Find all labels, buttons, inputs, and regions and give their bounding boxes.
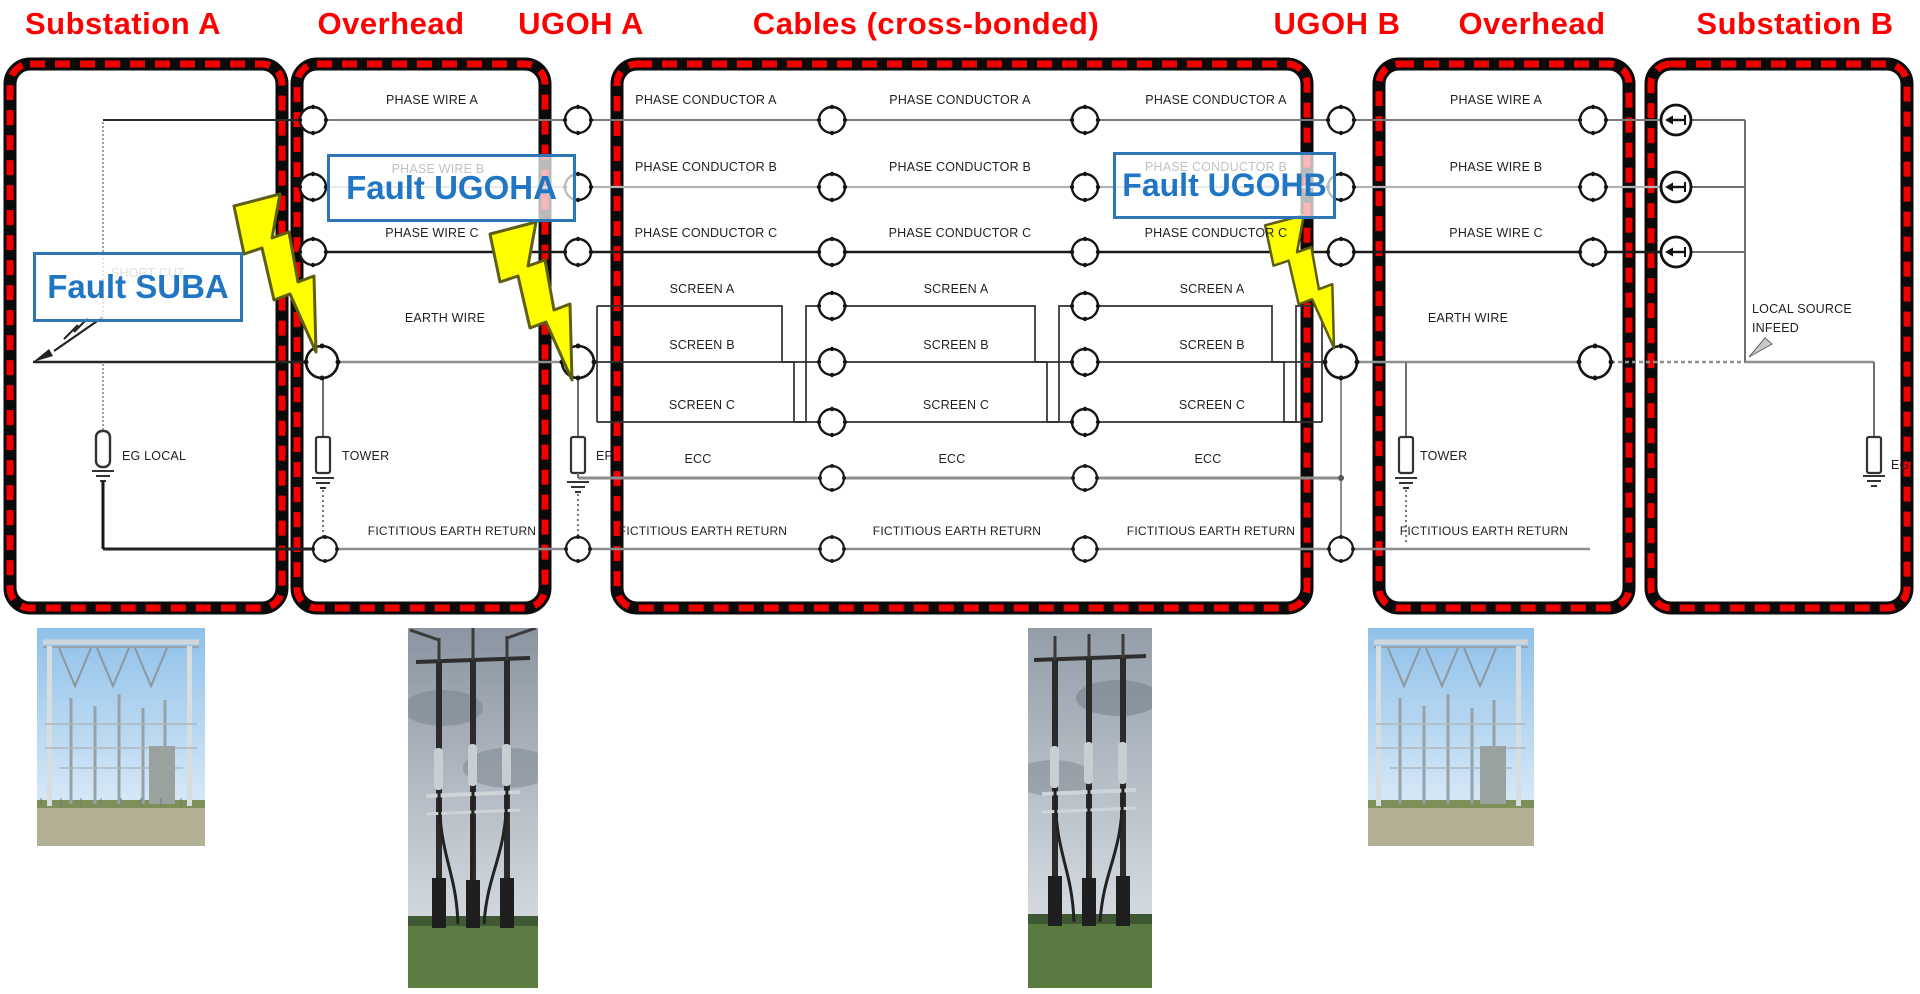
- section-boxes: [3, 57, 1914, 615]
- section-label-ugoh-b: UGOH B: [1273, 6, 1401, 41]
- label-phase-wire-c-right: PHASE WIRE C: [1449, 226, 1542, 240]
- label-phase-wire-a-right: PHASE WIRE A: [1450, 93, 1542, 107]
- earth-wire: [33, 360, 1875, 437]
- tower-right-ground: [1394, 477, 1418, 489]
- label-tower-right: TOWER: [1420, 449, 1467, 463]
- label-ecc-1: ECC: [685, 452, 712, 466]
- label-local-source-line2: INFEED: [1752, 321, 1799, 335]
- label-pca-1: PHASE CONDUCTOR A: [635, 93, 777, 107]
- label-screen-c-3: SCREEN C: [1179, 398, 1245, 412]
- source-icon-c: [1659, 235, 1693, 269]
- label-ep: EP: [596, 449, 613, 463]
- section-label-substation-b: Substation B: [1696, 6, 1894, 41]
- substation-b-internals: [1691, 119, 1886, 487]
- infeed-arrow: [1748, 337, 1773, 358]
- tower-right-resistor: [1397, 435, 1415, 475]
- label-fer-overhead-right: FICTITIOUS EARTH RETURN: [1400, 524, 1568, 538]
- label-fer-2: FICTITIOUS EARTH RETURN: [873, 524, 1041, 538]
- fault-label-suba: Fault SUBA: [33, 252, 243, 322]
- source-icon-a: [1659, 103, 1693, 137]
- screen-wires: [594, 305, 1325, 423]
- earth-node-suba: [302, 342, 342, 382]
- label-pcc-1: PHASE CONDUCTOR C: [635, 226, 778, 240]
- section-label-overhead-right: Overhead: [1458, 6, 1606, 41]
- label-tower-left: TOWER: [342, 449, 389, 463]
- label-pcb-1: PHASE CONDUCTOR B: [635, 160, 777, 174]
- label-ecc-3: ECC: [1195, 452, 1222, 466]
- ep-ground: [566, 481, 590, 493]
- eg-local-ground: [91, 470, 115, 482]
- cables-box: [610, 57, 1314, 615]
- ep-resistor: [569, 435, 587, 475]
- label-phase-wire-c-left: PHASE WIRE C: [385, 226, 478, 240]
- label-screen-a-3: SCREEN A: [1180, 282, 1245, 296]
- substation-b-box: [1644, 57, 1914, 615]
- eg-ground: [1862, 475, 1886, 487]
- diagram-labels: PHASE WIRE A PHASE WIRE B PHASE WIRE C E…: [111, 93, 1909, 538]
- tower-left-resistor: [314, 435, 332, 475]
- label-local-source-line1: LOCAL SOURCE: [1752, 302, 1852, 316]
- earth-node-subb: [1575, 342, 1615, 382]
- fault-label-ugoha: Fault UGOHA: [327, 154, 576, 222]
- tower-left-ground: [311, 477, 335, 489]
- label-pcb-2: PHASE CONDUCTOR B: [889, 160, 1031, 174]
- substation-a-photo: [37, 628, 205, 851]
- label-fer-1: FICTITIOUS EARTH RETURN: [619, 524, 787, 538]
- label-screen-c-1: SCREEN C: [669, 398, 735, 412]
- label-eg-local: EG LOCAL: [122, 449, 186, 463]
- label-pcc-3: PHASE CONDUCTOR C: [1145, 226, 1288, 240]
- eg-resistor: [1865, 435, 1883, 475]
- ugoh-b-earth-link: [1338, 378, 1344, 537]
- substation-a-internals: [33, 122, 115, 549]
- ugoh-a-tower-photo: [403, 626, 553, 993]
- label-phase-wire-a-left: PHASE WIRE A: [386, 93, 478, 107]
- switch-arrowhead: [33, 349, 53, 362]
- source-icon-b: [1659, 170, 1693, 204]
- label-screen-c-2: SCREEN C: [923, 398, 989, 412]
- substation-a-box: [3, 57, 289, 615]
- lightning-bolt-suba-icon: [232, 192, 318, 354]
- label-pca-2: PHASE CONDUCTOR A: [889, 93, 1031, 107]
- label-pca-3: PHASE CONDUCTOR A: [1145, 93, 1287, 107]
- label-screen-b-1: SCREEN B: [669, 338, 735, 352]
- section-label-cables: Cables (cross-bonded): [752, 6, 1100, 41]
- label-earth-wire-left: EARTH WIRE: [405, 311, 485, 325]
- eg-local-resistor: [94, 429, 112, 469]
- section-label-ugoh-a: UGOH A: [518, 6, 644, 41]
- overhead-left-box: [290, 57, 552, 615]
- label-screen-b-2: SCREEN B: [923, 338, 989, 352]
- ugoh-a-earthing: [566, 378, 590, 537]
- label-fer-3: FICTITIOUS EARTH RETURN: [1127, 524, 1295, 538]
- label-screen-a-1: SCREEN A: [670, 282, 735, 296]
- label-pcc-2: PHASE CONDUCTOR C: [889, 226, 1032, 240]
- label-earth-wire-right: EARTH WIRE: [1428, 311, 1508, 325]
- overhead-right-box: [1372, 57, 1636, 615]
- lightning-bolt-ugoha-icon: [488, 220, 574, 382]
- label-fer-overhead-left: FICTITIOUS EARTH RETURN: [368, 524, 536, 538]
- substation-b-photo: [1368, 628, 1534, 851]
- label-phase-wire-b-right: PHASE WIRE B: [1450, 160, 1543, 174]
- tower-left-earthing: [311, 378, 335, 537]
- fault-label-ugohb: Fault UGOHB: [1113, 152, 1336, 219]
- ugoh-b-tower-photo: [1013, 628, 1160, 993]
- section-label-substation-a: Substation A: [24, 6, 222, 41]
- section-label-overhead-left: Overhead: [317, 6, 465, 41]
- earth-node-ugohb: [1321, 342, 1361, 382]
- label-eg: EG: [1891, 458, 1909, 472]
- label-screen-b-3: SCREEN B: [1179, 338, 1245, 352]
- label-screen-a-2: SCREEN A: [924, 282, 989, 296]
- label-ecc-2: ECC: [939, 452, 966, 466]
- tower-right-earthing: [1394, 362, 1418, 545]
